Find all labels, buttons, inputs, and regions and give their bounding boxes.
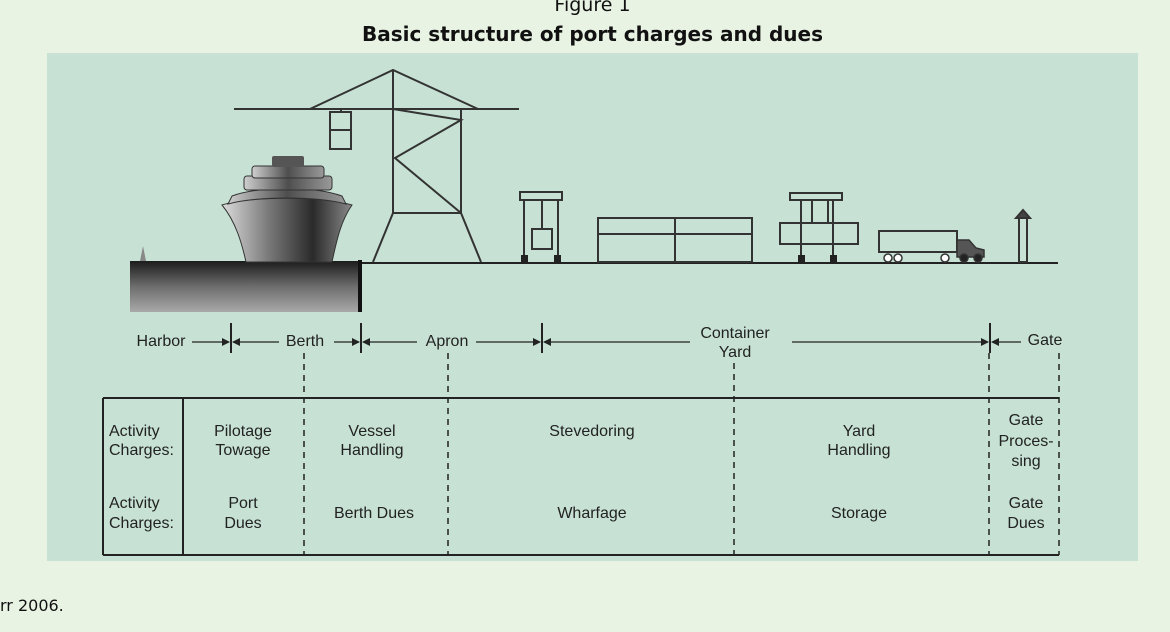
zone-label-container-yard-1: Container — [700, 325, 770, 342]
cell-berth-dues: Berth Dues — [334, 505, 414, 522]
cell-proces: Proces- — [998, 433, 1053, 450]
ship-bridge — [251, 165, 325, 179]
zone-label-gate: Gate — [1028, 332, 1063, 349]
cell-yard: Yard — [843, 423, 876, 440]
cell-port-dues: Dues — [224, 515, 261, 532]
cell-storage: Storage — [831, 505, 887, 522]
cell-stevedoring: Stevedoring — [549, 423, 634, 440]
ship-hull — [221, 197, 353, 263]
quay-wall — [130, 261, 360, 312]
cell-gate-2: Gate — [1009, 495, 1044, 512]
cell-gate: Gate — [1009, 412, 1044, 429]
truck — [878, 230, 985, 263]
gate-post — [1013, 208, 1033, 263]
cell-pilotage: Pilotage — [214, 423, 272, 440]
zone-dividers — [303, 353, 1060, 555]
row1-header-line2: Charges: — [109, 442, 174, 459]
zone-label-container-yard-2: Yard — [719, 344, 752, 361]
cell-vessel: Vessel — [348, 423, 395, 440]
cell-sing: sing — [1011, 453, 1040, 470]
zone-label-harbor: Harbor — [137, 333, 187, 350]
source-note: rr 2006. — [0, 596, 64, 615]
container-stack — [597, 217, 753, 263]
ship-mast — [272, 156, 304, 167]
zone-label-apron: Apron — [426, 333, 469, 350]
zone-labels: Harbor Berth Apron Container Yard Gate — [137, 325, 1063, 361]
cell-port: Port — [228, 495, 258, 512]
ground — [130, 246, 1058, 312]
cell-gate-dues: Dues — [1007, 515, 1044, 532]
ship — [221, 156, 353, 263]
row2-header-line2: Charges: — [109, 515, 174, 532]
zone-ticks — [230, 323, 991, 353]
row1-cells: Pilotage Towage Vessel Handling Stevedor… — [214, 412, 1053, 470]
figure-label: Figure 1 — [554, 0, 631, 16]
row2-header-line1: Activity — [109, 495, 160, 512]
figure-title: Basic structure of port charges and dues — [361, 22, 823, 46]
row1-header-line1: Activity — [109, 423, 160, 440]
cell-towage: Towage — [215, 442, 270, 459]
cell-handling: Handling — [340, 442, 403, 459]
bollard — [140, 246, 146, 261]
row2-cells: Port Dues Berth Dues Wharfage Storage Ga… — [224, 495, 1044, 532]
yard-gantry — [779, 192, 859, 262]
gantry-crane — [234, 68, 519, 263]
zone-label-berth: Berth — [286, 333, 324, 350]
cell-wharfage: Wharfage — [557, 505, 626, 522]
straddle-carrier — [519, 191, 563, 262]
cell-yard-handling: Handling — [827, 442, 890, 459]
charges-table — [102, 397, 1059, 556]
row-headers: Activity Charges: Activity Charges: — [109, 423, 174, 532]
